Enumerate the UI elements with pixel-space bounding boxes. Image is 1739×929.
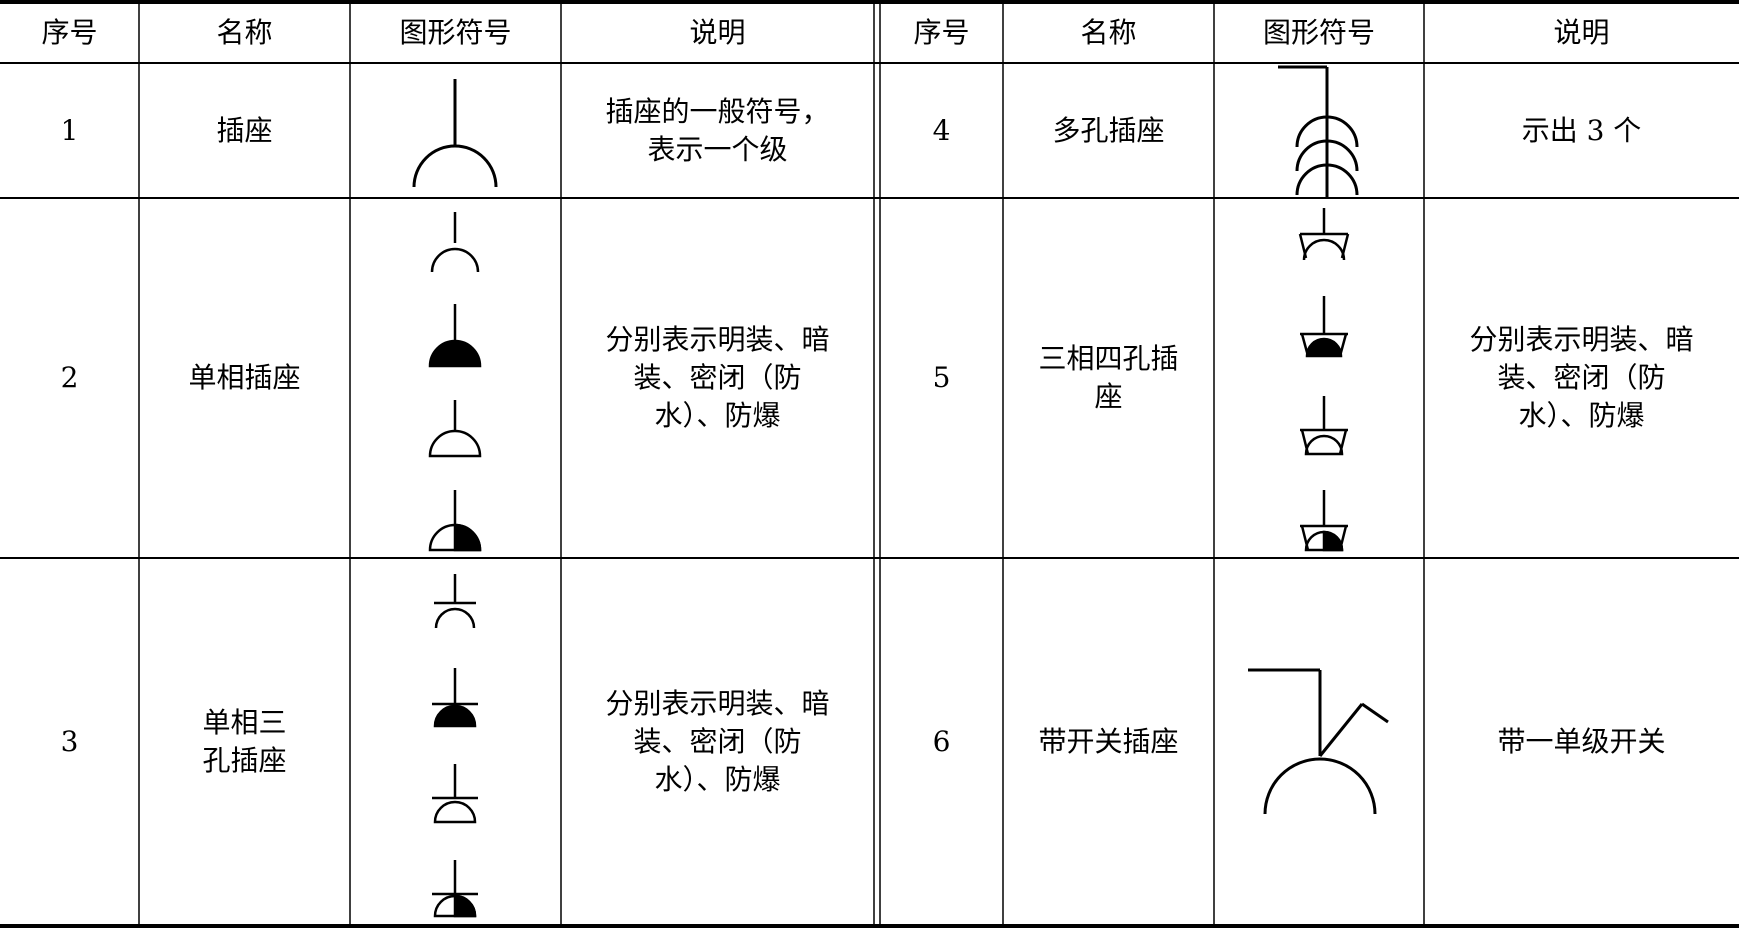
header-name-left: 名称 <box>216 16 273 49</box>
header-no-left: 序号 <box>41 16 98 49</box>
socket-explosion-proof-icon <box>428 490 482 552</box>
row4-no: 4 <box>932 113 951 147</box>
three-phase-four-hole-socket-icons <box>1298 208 1350 552</box>
row4-desc: 示出 3 个 <box>1521 113 1642 147</box>
row3-no: 3 <box>60 725 79 758</box>
row6-no: 6 <box>932 725 951 758</box>
socket-flush-icon <box>428 304 482 368</box>
multi-socket-icon <box>1278 65 1359 198</box>
row3-desc: 分别表示明装、暗装、密闭（防水）、防爆 <box>605 687 830 796</box>
header-no-right: 序号 <box>913 16 970 49</box>
row2-name: 单相插座 <box>188 361 301 394</box>
row5-desc: 分别表示明装、暗装、密闭（防水）、防爆 <box>1469 323 1694 432</box>
row6-desc: 带一单级开关 <box>1497 725 1666 758</box>
single-phase-socket-icons <box>428 212 482 552</box>
header-symbol-left: 图形符号 <box>399 16 512 49</box>
socket-surface-icon <box>434 574 476 629</box>
socket-surface-icon <box>430 212 480 273</box>
row6-name: 带开关插座 <box>1038 725 1179 758</box>
header-desc-left: 说明 <box>689 16 746 49</box>
row4-name: 多孔插座 <box>1052 113 1165 147</box>
row3-name: 单相三孔插座 <box>202 706 287 777</box>
row2-desc: 分别表示明装、暗装、密闭（防水）、防爆 <box>605 323 830 432</box>
row1-name: 插座 <box>216 113 273 147</box>
row5-no: 5 <box>932 361 951 394</box>
socket-flush-icon <box>1300 296 1348 358</box>
row1-no: 1 <box>60 113 79 147</box>
socket-surface-icon <box>1298 208 1350 261</box>
header-desc-right: 说明 <box>1553 16 1610 49</box>
header-name-right: 名称 <box>1080 16 1137 49</box>
socket-explosion-proof-icon <box>432 860 478 918</box>
single-phase-three-hole-socket-icons <box>432 574 478 918</box>
switched-socket-icon <box>1248 668 1389 815</box>
socket-flush-icon <box>432 668 478 728</box>
socket-sealed-icon <box>1300 396 1348 456</box>
row1-desc: 插座的一般符号，表示一个级 <box>605 94 830 166</box>
row2-no: 2 <box>60 361 79 394</box>
socket-general-icon <box>412 79 498 188</box>
header-symbol-right: 图形符号 <box>1262 16 1375 49</box>
socket-sealed-icon <box>428 400 482 458</box>
socket-explosion-proof-icon <box>1300 490 1348 552</box>
row5-name: 三相四孔插座 <box>1038 342 1179 413</box>
socket-sealed-icon <box>432 764 478 824</box>
